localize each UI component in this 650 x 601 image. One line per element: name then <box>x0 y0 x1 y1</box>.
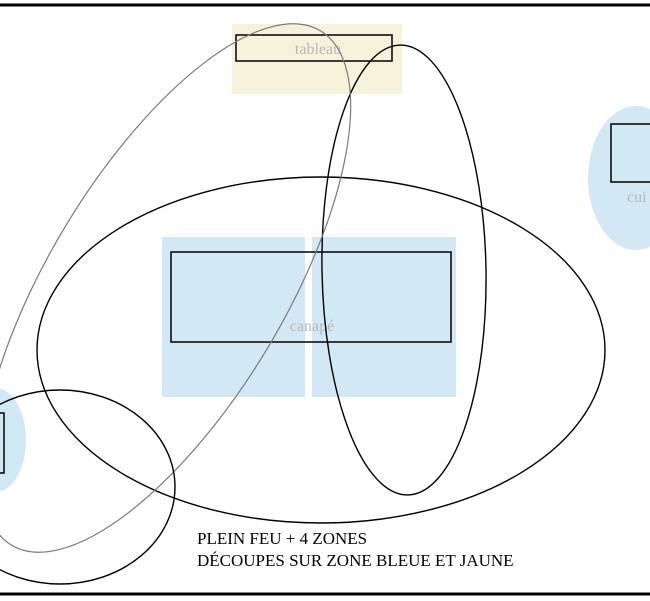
corner-light-zone <box>0 389 176 585</box>
caption-line-2: DÉCOUPES SUR ZONE BLEUE ET JAUNE <box>197 551 514 570</box>
kitchen-outline <box>610 123 650 183</box>
left-edge-outline <box>0 412 5 474</box>
kitchen-label: cui <box>627 189 647 206</box>
plan-frame <box>0 3 650 596</box>
blue-zone-kitchen <box>588 106 650 250</box>
canape-outline <box>170 251 452 343</box>
diagonal-light-zone <box>0 23 352 553</box>
vertical-light-zone <box>321 44 487 496</box>
blue-zone-left <box>162 237 305 397</box>
caption-line-1: PLEIN FEU + 4 ZONES <box>197 529 367 548</box>
main-light-zone <box>36 176 606 524</box>
tableau-outline <box>235 34 393 62</box>
tableau-label: tableau <box>295 41 341 58</box>
blue-zone-left-edge <box>0 388 26 492</box>
blue-zone-right <box>312 237 456 397</box>
canape-label: canapé <box>290 318 334 335</box>
